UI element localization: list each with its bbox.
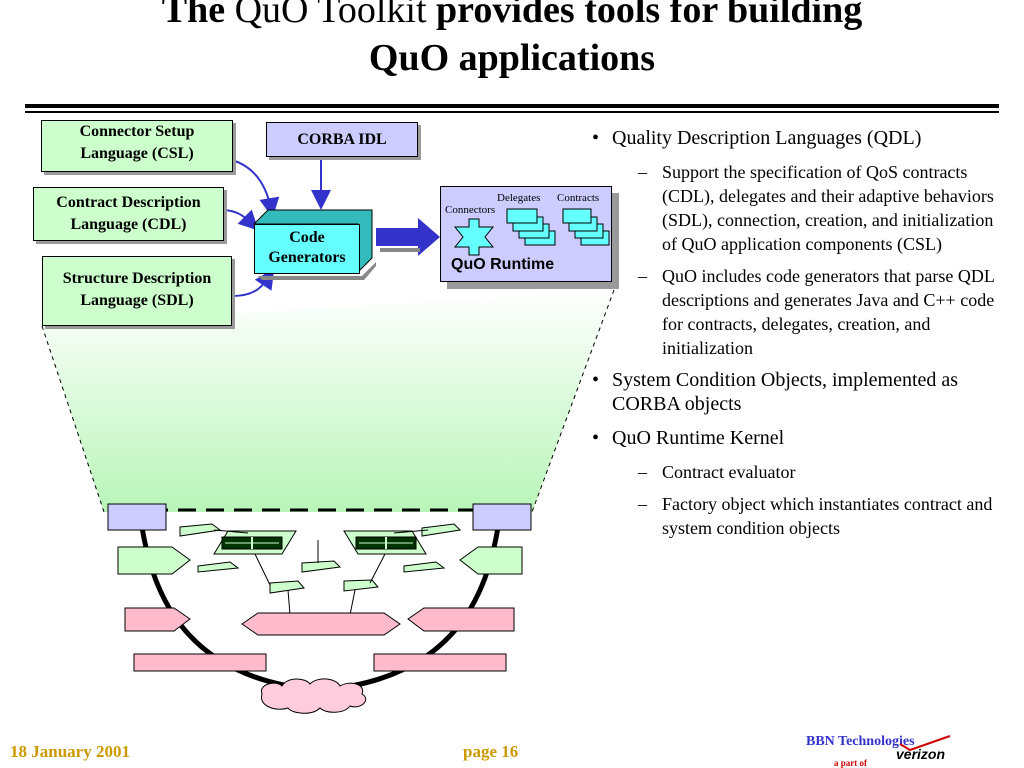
slide-title: The QuO Toolkit provides tools for build… [0,0,1024,82]
funnel-left-edge [41,325,105,513]
code-generators-line-1: Code [289,229,325,246]
delegates-icon [506,208,556,246]
small-green-node-2 [421,523,462,537]
small-green-node-6 [269,580,305,594]
bullet-qdl: Quality Description Languages (QDL) [590,126,1000,150]
quo-runtime-box: Delegates Contracts Connectors QuO Runti… [440,186,612,282]
title-line-2: QuO applications [368,37,656,79]
title-rule-thick [25,104,999,108]
sdl-box-line-2: Language (SDL) [80,292,194,309]
right-pink-node [407,607,515,632]
small-green-node-5 [301,560,342,573]
left-green-node [117,546,191,575]
arrow-csl-to-codegen [231,159,280,218]
sdl-box-line-1: Structure Description [62,270,212,287]
bullet-system-condition-objects: System Condition Objects, implemented as… [590,368,1000,416]
verizon-logo-text: verizon [896,746,946,762]
corba-idl-label: CORBA IDL [297,131,387,148]
title-part-2: QuO Toolkit [234,0,427,31]
csl-box-line-2: Language (CSL) [80,145,194,162]
funnel-area [42,290,614,512]
bullet-runtime-kernel: QuO Runtime Kernel [590,426,1000,450]
sdl-box: Structure Description Language (SDL) [42,256,232,326]
footer-page-number: page 16 [463,742,519,761]
delegates-label: Delegates [497,192,541,204]
small-green-node-3 [197,561,240,573]
small-green-node-7 [343,579,379,592]
cdl-box: Contract Description Language (CDL) [33,187,224,241]
title-rule-thin [25,111,999,113]
title-part-3: provides tools for building [436,0,863,31]
verizon-logo: verizon [896,735,951,762]
cdl-box-line-1: Contract Description [56,194,201,211]
company-name: BBN Technologies [806,734,915,749]
center-pink-node [241,612,401,636]
bullet-kernel-sub-1: Contract evaluator [590,460,1000,484]
csl-box-line-1: Connector Setup [79,123,195,140]
connector-icon [453,218,495,256]
contracts-icon [562,208,610,246]
bottom-left-pink-node [133,653,267,672]
contracts-label: Contracts [557,192,600,204]
cdl-box-line-2: Language (CDL) [70,216,187,233]
right-blue-node [472,503,532,531]
bullet-list: Quality Description Languages (QDL) Supp… [590,126,1000,548]
verizon-check-icon [899,735,951,752]
bullet-qdl-sub-2: QuO includes code generators that parse … [590,264,1000,360]
small-green-node-1 [179,523,222,537]
title-part-1: The [161,0,226,31]
bullet-qdl-sub-1: Support the specification of QoS contrac… [590,160,1000,256]
codegen-to-runtime-arrow [376,218,440,256]
code-generators-line-2: Generators [268,249,346,266]
bottom-right-pink-node [373,653,507,672]
csl-box: Connector Setup Language (CSL) [41,120,233,172]
arrow-cdl-to-codegen [221,209,259,231]
arrow-sdl-to-codegen [231,268,275,297]
footer-date: 18 January 2001 [10,742,130,761]
corba-idl-box: CORBA IDL [266,122,418,157]
right-green-node [459,546,523,575]
bullet-kernel-sub-2: Factory object which instantiates contra… [590,492,1000,540]
network-cloud [260,678,367,714]
quo-runtime-label: QuO Runtime [451,256,555,273]
left-blue-node [107,503,167,531]
connectors-label: Connectors [445,204,496,216]
left-pink-node [124,607,191,632]
part-of-label: a part of [834,758,867,768]
small-green-node-4 [403,561,446,573]
code-generators-box: Code Generators [254,224,360,274]
runtime-icons [453,208,610,256]
